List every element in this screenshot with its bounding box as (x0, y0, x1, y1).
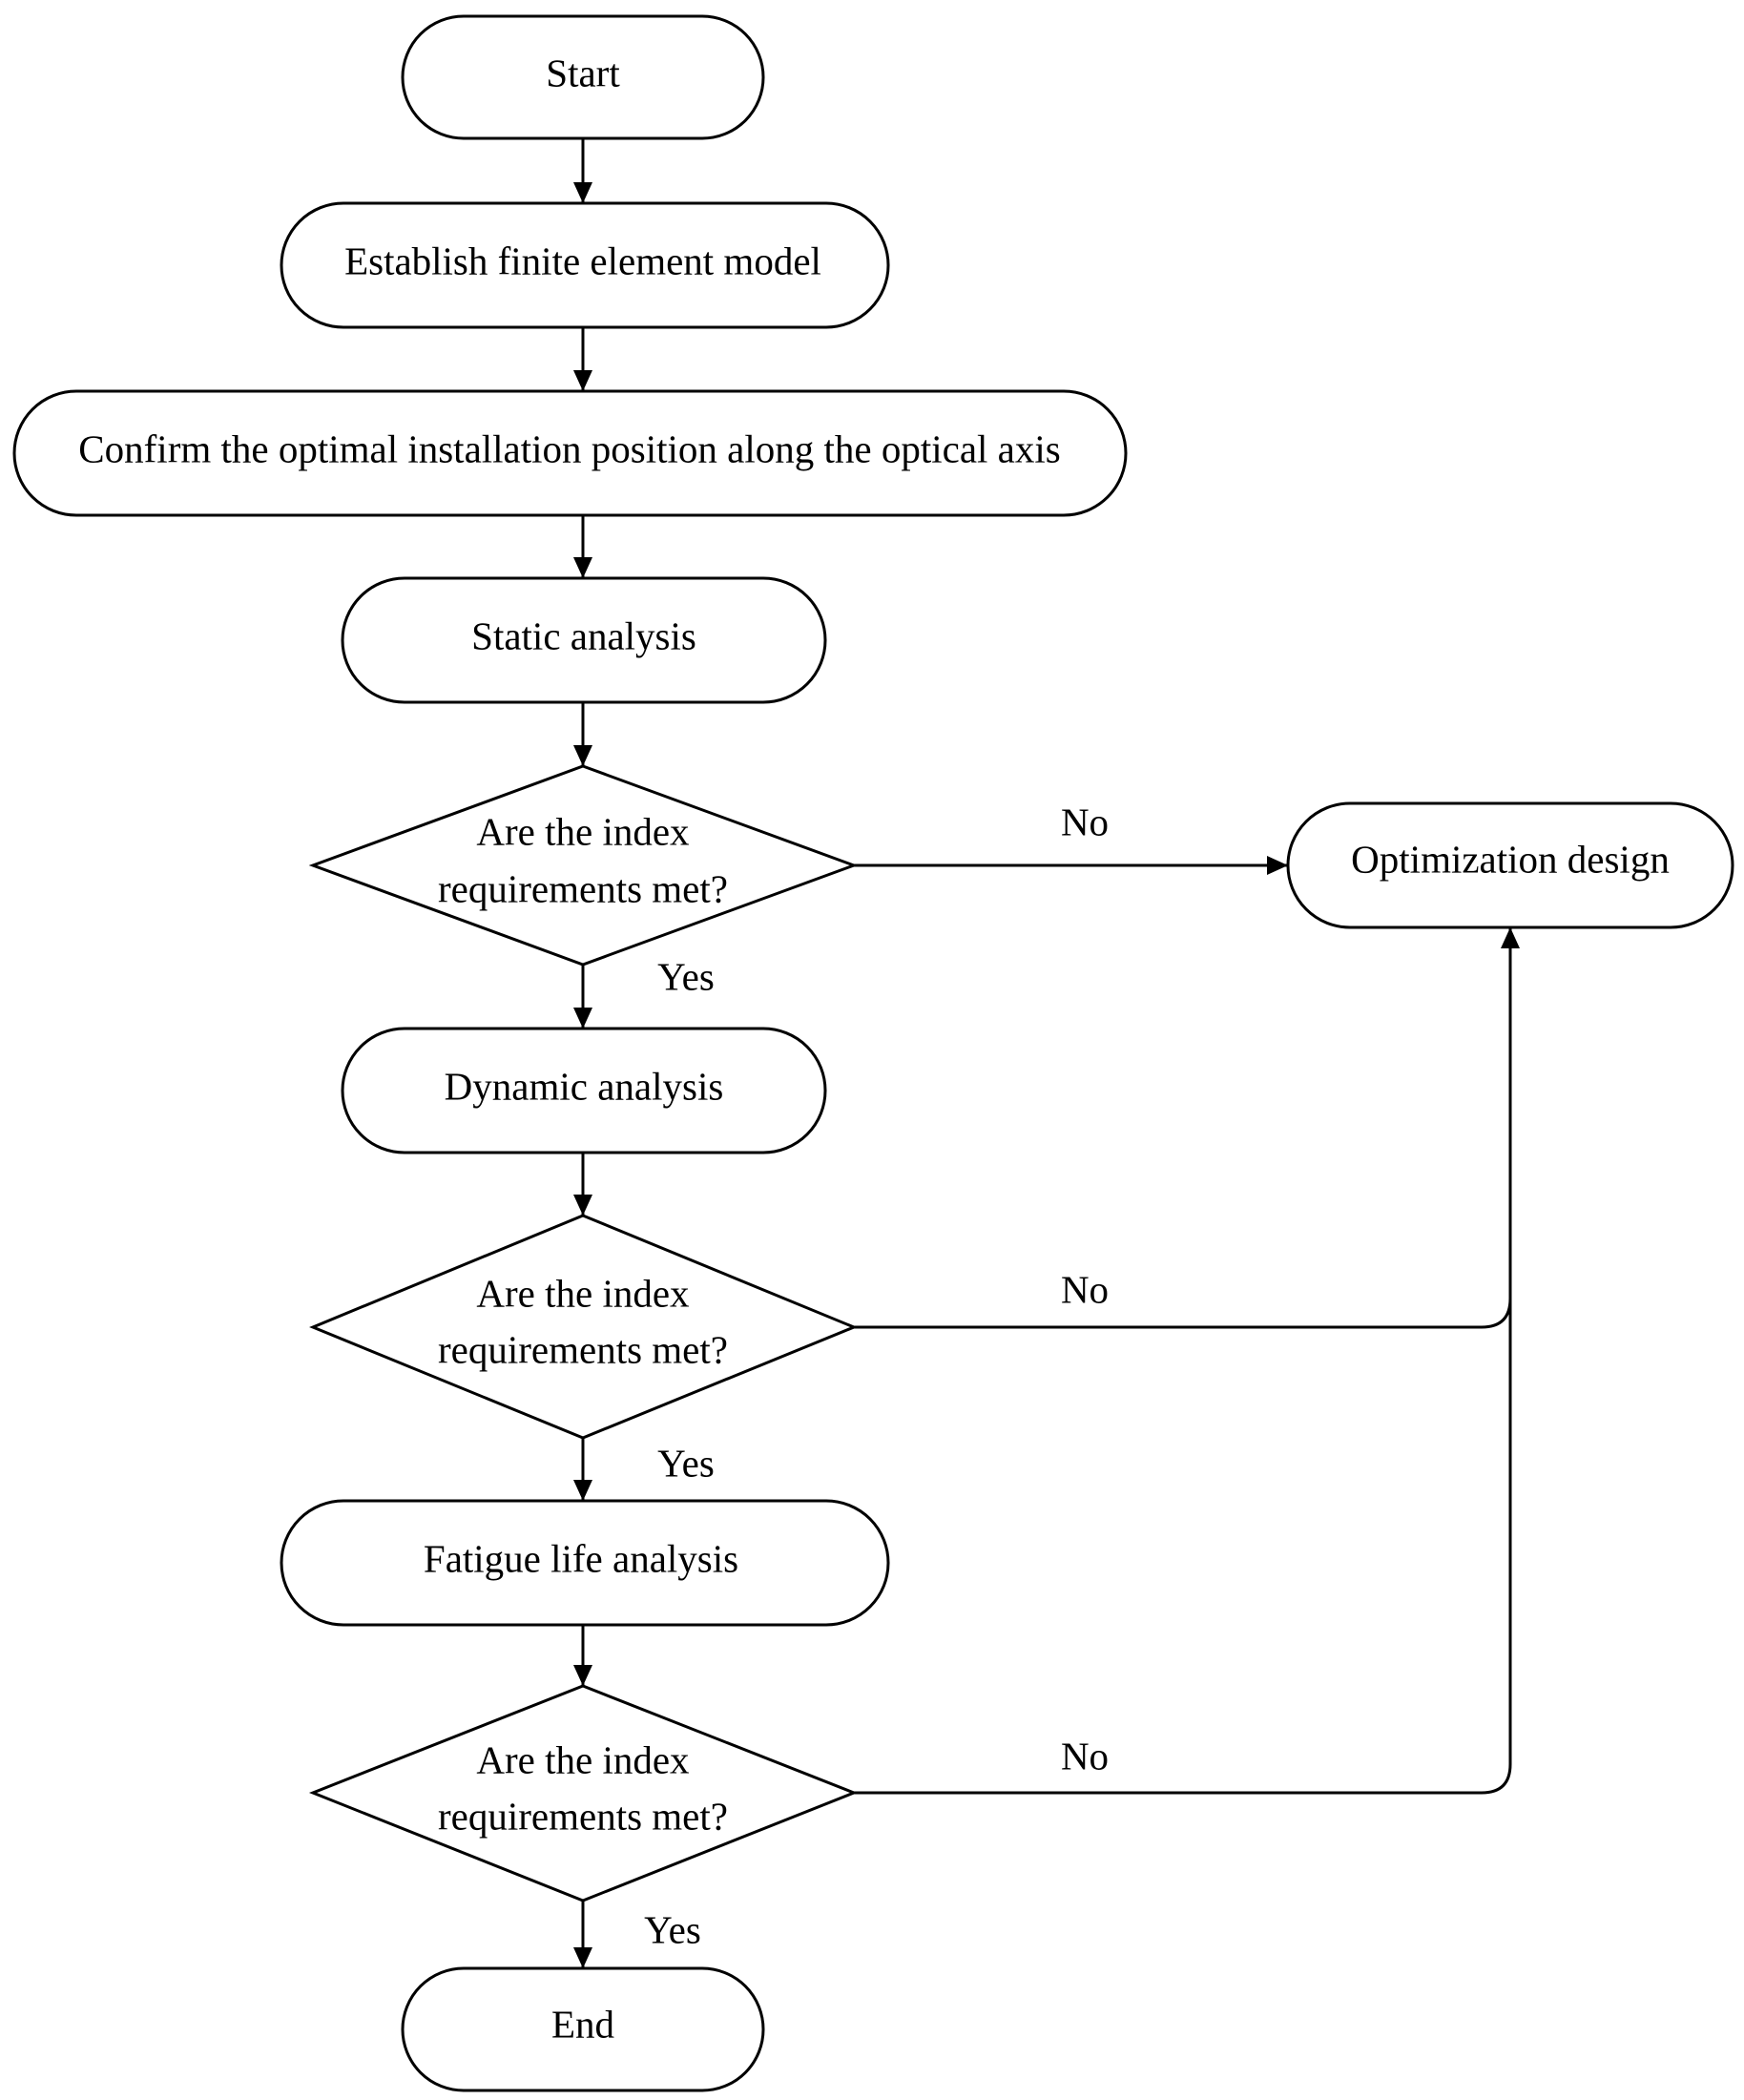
no-label-2: No (1061, 1267, 1109, 1311)
model-label: Establish finite element model (344, 239, 821, 282)
fatigue-node: Fatigue life analysis (280, 1499, 890, 1627)
dynamic-node: Dynamic analysis (341, 1027, 827, 1154)
model-node: Establish finite element model (280, 201, 890, 329)
position-label: Confirm the optimal installation positio… (78, 426, 1060, 470)
position-node: Confirm the optimal installation positio… (12, 389, 1128, 517)
start-node: Start (401, 14, 765, 140)
decision-1-line-2: requirements met? (438, 866, 728, 910)
decision-3-line-1: Are the index (476, 1737, 689, 1781)
yes-label-3: Yes (644, 1907, 701, 1951)
optimization-label: Optimization design (1351, 837, 1670, 881)
end-label: End (551, 2002, 614, 2046)
decision-1: Are the index requirements met? (308, 764, 859, 967)
fatigue-label: Fatigue life analysis (424, 1536, 738, 1580)
decision-1-line-1: Are the index (476, 809, 689, 853)
decision-3-line-2: requirements met? (438, 1794, 728, 1838)
dynamic-label: Dynamic analysis (445, 1064, 724, 1108)
no-label-3: No (1061, 1734, 1109, 1778)
start-label: Start (546, 51, 620, 94)
connector-decision-3-no (854, 1327, 1512, 1795)
end-node: End (401, 1966, 765, 2092)
decision-2-line-2: requirements met? (438, 1327, 728, 1371)
optimization-node: Optimization design (1286, 801, 1734, 929)
no-label-1: No (1061, 800, 1109, 843)
yes-label-2: Yes (657, 1441, 715, 1485)
yes-label-1: Yes (657, 954, 715, 998)
decision-2-line-1: Are the index (476, 1271, 689, 1315)
decision-3: Are the index requirements met? (308, 1684, 859, 1902)
static-node: Static analysis (341, 576, 827, 704)
static-label: Static analysis (471, 613, 696, 657)
connector-decision-2-no (854, 1298, 1512, 1329)
decision-2: Are the index requirements met? (309, 1214, 858, 1440)
